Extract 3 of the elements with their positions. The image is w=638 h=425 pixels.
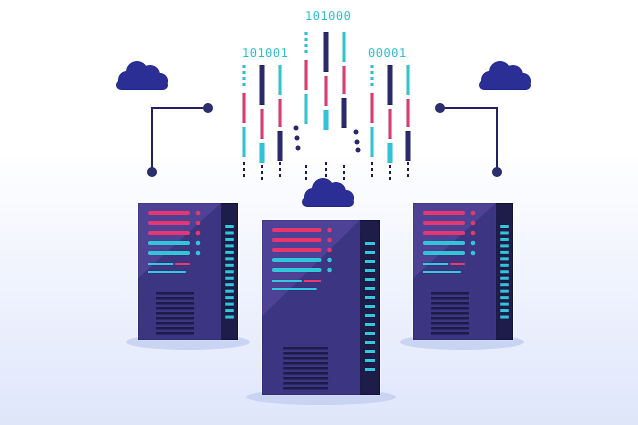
- binary-label: 00001: [368, 46, 407, 60]
- binary-label: 101000: [305, 9, 352, 23]
- binary-label: 101001: [242, 46, 288, 60]
